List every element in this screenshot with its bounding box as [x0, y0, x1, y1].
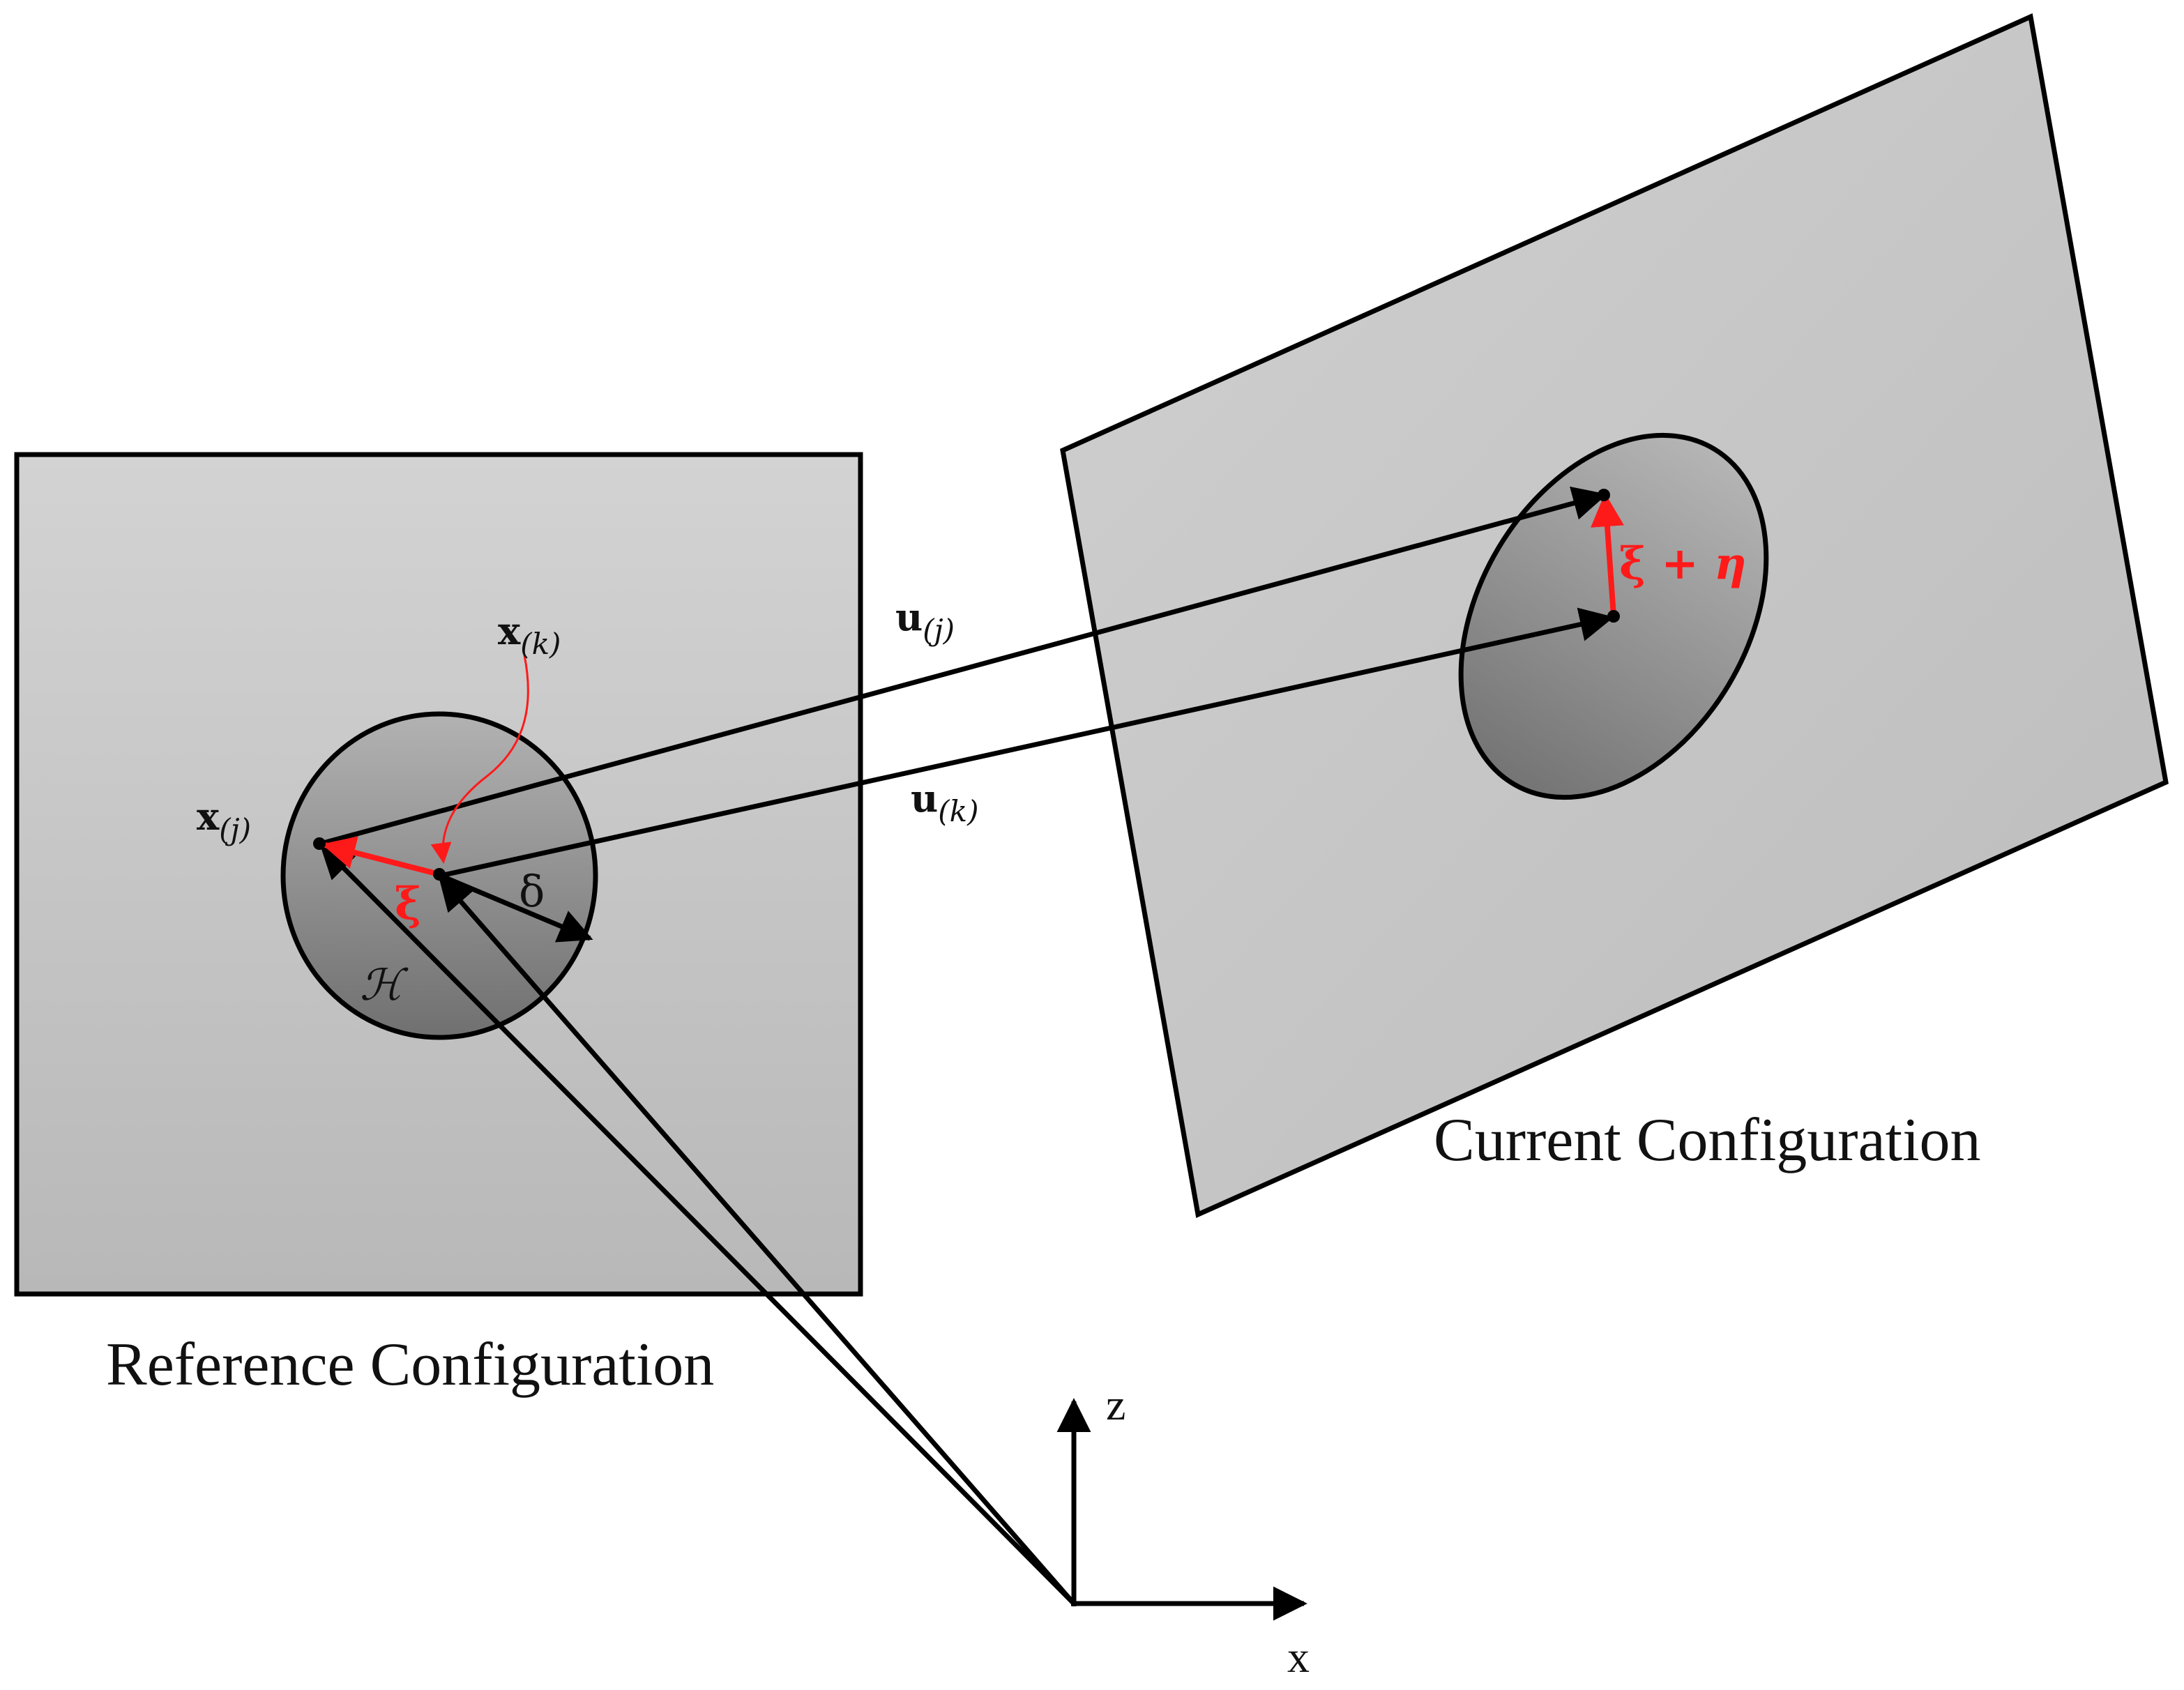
label-xi-plus-eta: ξ + η	[1619, 538, 1747, 590]
label-uk-main: u	[911, 776, 938, 821]
label-xj-sub: (j)	[219, 812, 251, 846]
deformed-bond-vector	[1591, 493, 1624, 617]
horizon-radius-arrow	[439, 873, 593, 943]
label-eta-part: η	[1714, 538, 1747, 590]
label-xj-main: x	[197, 794, 220, 839]
displacement-vector-uk	[440, 607, 1614, 878]
label-xk-sub: (k)	[520, 627, 561, 661]
label-uj: u(j)	[895, 595, 955, 647]
label-horizon: ℋ	[360, 959, 409, 1010]
xk-pointer-curve	[430, 655, 529, 864]
displacement-vector-uj	[320, 486, 1607, 846]
label-axis-z: z	[1106, 1380, 1125, 1429]
point-xj	[313, 837, 326, 850]
reference-caption: Reference Configuration	[106, 1331, 714, 1399]
label-uj-main: u	[895, 595, 923, 639]
point-deformed-k	[1607, 610, 1620, 623]
label-xi-part: ξ	[1619, 538, 1646, 590]
label-plus-part: +	[1646, 538, 1714, 590]
label-xk: x(k)	[498, 609, 561, 661]
label-uk: u(k)	[911, 776, 979, 828]
bond-vector-xi	[321, 836, 440, 877]
position-vector-xk	[438, 876, 1076, 1606]
label-xk-main: x	[498, 609, 521, 653]
label-xi: ξ	[395, 878, 421, 930]
label-axis-x: x	[1287, 1632, 1310, 1682]
point-deformed-j	[1598, 489, 1610, 501]
current-caption: Current Configuration	[1434, 1106, 1981, 1174]
label-xj: x(j)	[197, 794, 251, 846]
point-xk	[433, 868, 446, 881]
label-delta: δ	[519, 866, 545, 917]
label-uk-sub: (k)	[938, 794, 978, 828]
label-uj-sub: (j)	[923, 613, 955, 647]
position-vector-xj	[319, 844, 1076, 1606]
